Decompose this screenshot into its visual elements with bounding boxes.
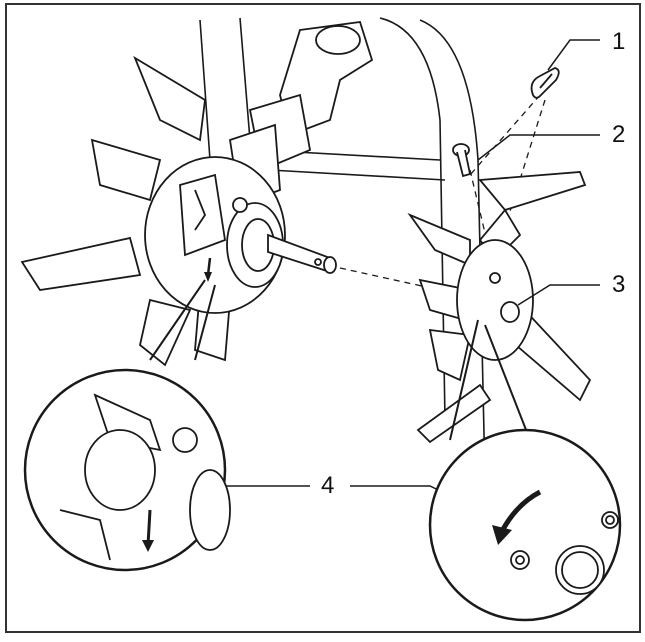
- magnifier-connectors: [149, 279, 531, 441]
- left-tine-rotor: [20, 55, 286, 367]
- callout-3: 3: [612, 271, 626, 298]
- clip-pin: [530, 67, 560, 99]
- rotation-arrow-right-icon: [492, 525, 512, 545]
- callout-2: 2: [612, 121, 626, 148]
- rotation-arrow-left-icon: [142, 540, 154, 552]
- upper-shaft: [228, 21, 374, 207]
- callout-4: 4: [321, 472, 335, 499]
- axle: [267, 233, 337, 274]
- bolt: [452, 143, 472, 178]
- right-detail-circle: [428, 428, 622, 622]
- left-detail-circle: [23, 368, 231, 572]
- callout-1: 1: [612, 28, 626, 55]
